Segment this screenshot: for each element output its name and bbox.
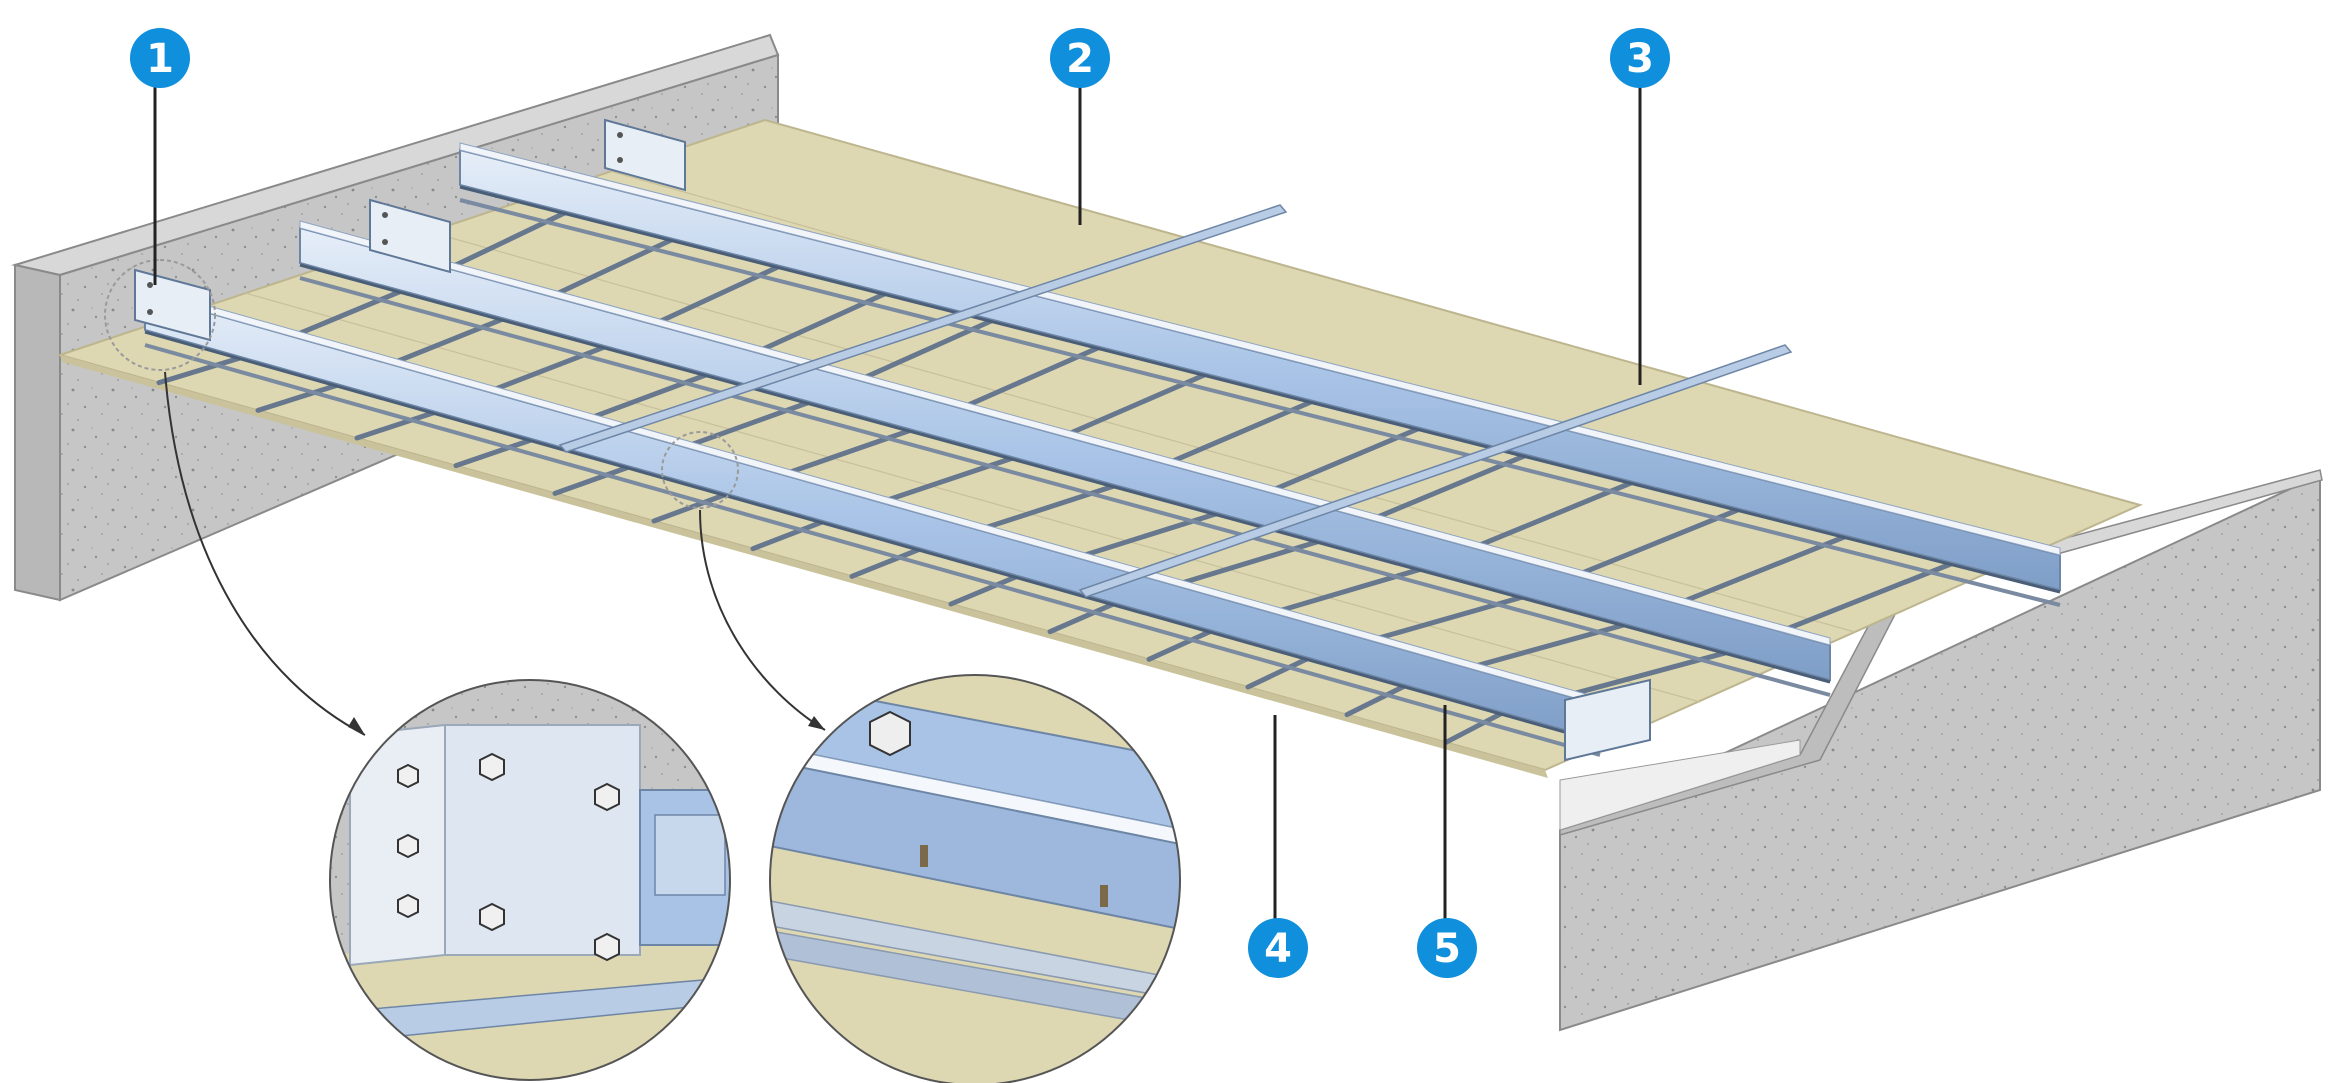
wall-bracket-icon <box>1564 678 1651 762</box>
callout-2-label: 2 <box>1066 36 1094 82</box>
callout-4-label: 4 <box>1264 926 1292 972</box>
hex-bolt-icon <box>594 932 620 962</box>
transverse-bars <box>558 204 1793 598</box>
cross-profile <box>453 436 536 469</box>
callout-1: 1 <box>130 28 190 88</box>
cross-profile <box>651 491 730 524</box>
main-profile-2 <box>299 220 1831 684</box>
cross-profile <box>1245 655 1312 690</box>
hex-bolt-icon <box>594 782 620 812</box>
hex-bolt-icon <box>479 752 505 782</box>
wall-bracket-icon <box>134 268 211 342</box>
hex-bolt-icon <box>397 893 419 919</box>
cross-profile <box>156 354 245 386</box>
cross-profile <box>849 546 924 579</box>
cross-profile <box>1047 600 1118 635</box>
callout-5-label: 5 <box>1433 926 1461 972</box>
main-profile-3 <box>459 142 2061 594</box>
hex-bolt-icon <box>479 902 505 932</box>
callout-4: 4 <box>1248 918 1308 978</box>
cross-profile <box>750 518 827 552</box>
detail-profile-closeup <box>769 674 1181 1083</box>
callout-2: 2 <box>1050 28 1110 88</box>
main-profiles <box>144 142 2061 757</box>
wall-bracket-icon <box>604 118 686 192</box>
callout-1-label: 1 <box>146 36 174 82</box>
wall-bracket-icon <box>369 198 451 274</box>
hex-bolt-icon <box>869 710 911 757</box>
hex-bolt-icon <box>397 763 419 789</box>
cross-profile <box>948 573 1021 607</box>
callout-3: 3 <box>1610 28 1670 88</box>
cross-profile <box>1344 682 1409 718</box>
detail-markers <box>104 259 826 736</box>
cross-profile <box>552 464 633 496</box>
cross-profile <box>1443 710 1506 745</box>
cross-profile <box>354 409 439 441</box>
cross-profile <box>1146 628 1215 662</box>
right-concrete-wall <box>1559 469 2323 1032</box>
hex-bolt-icon <box>397 833 419 859</box>
cross-profile <box>255 382 342 413</box>
callout-3-label: 3 <box>1626 36 1654 82</box>
wall-brackets <box>134 118 1651 762</box>
detail-bracket-closeup <box>329 679 731 1081</box>
callout-5: 5 <box>1417 918 1477 978</box>
